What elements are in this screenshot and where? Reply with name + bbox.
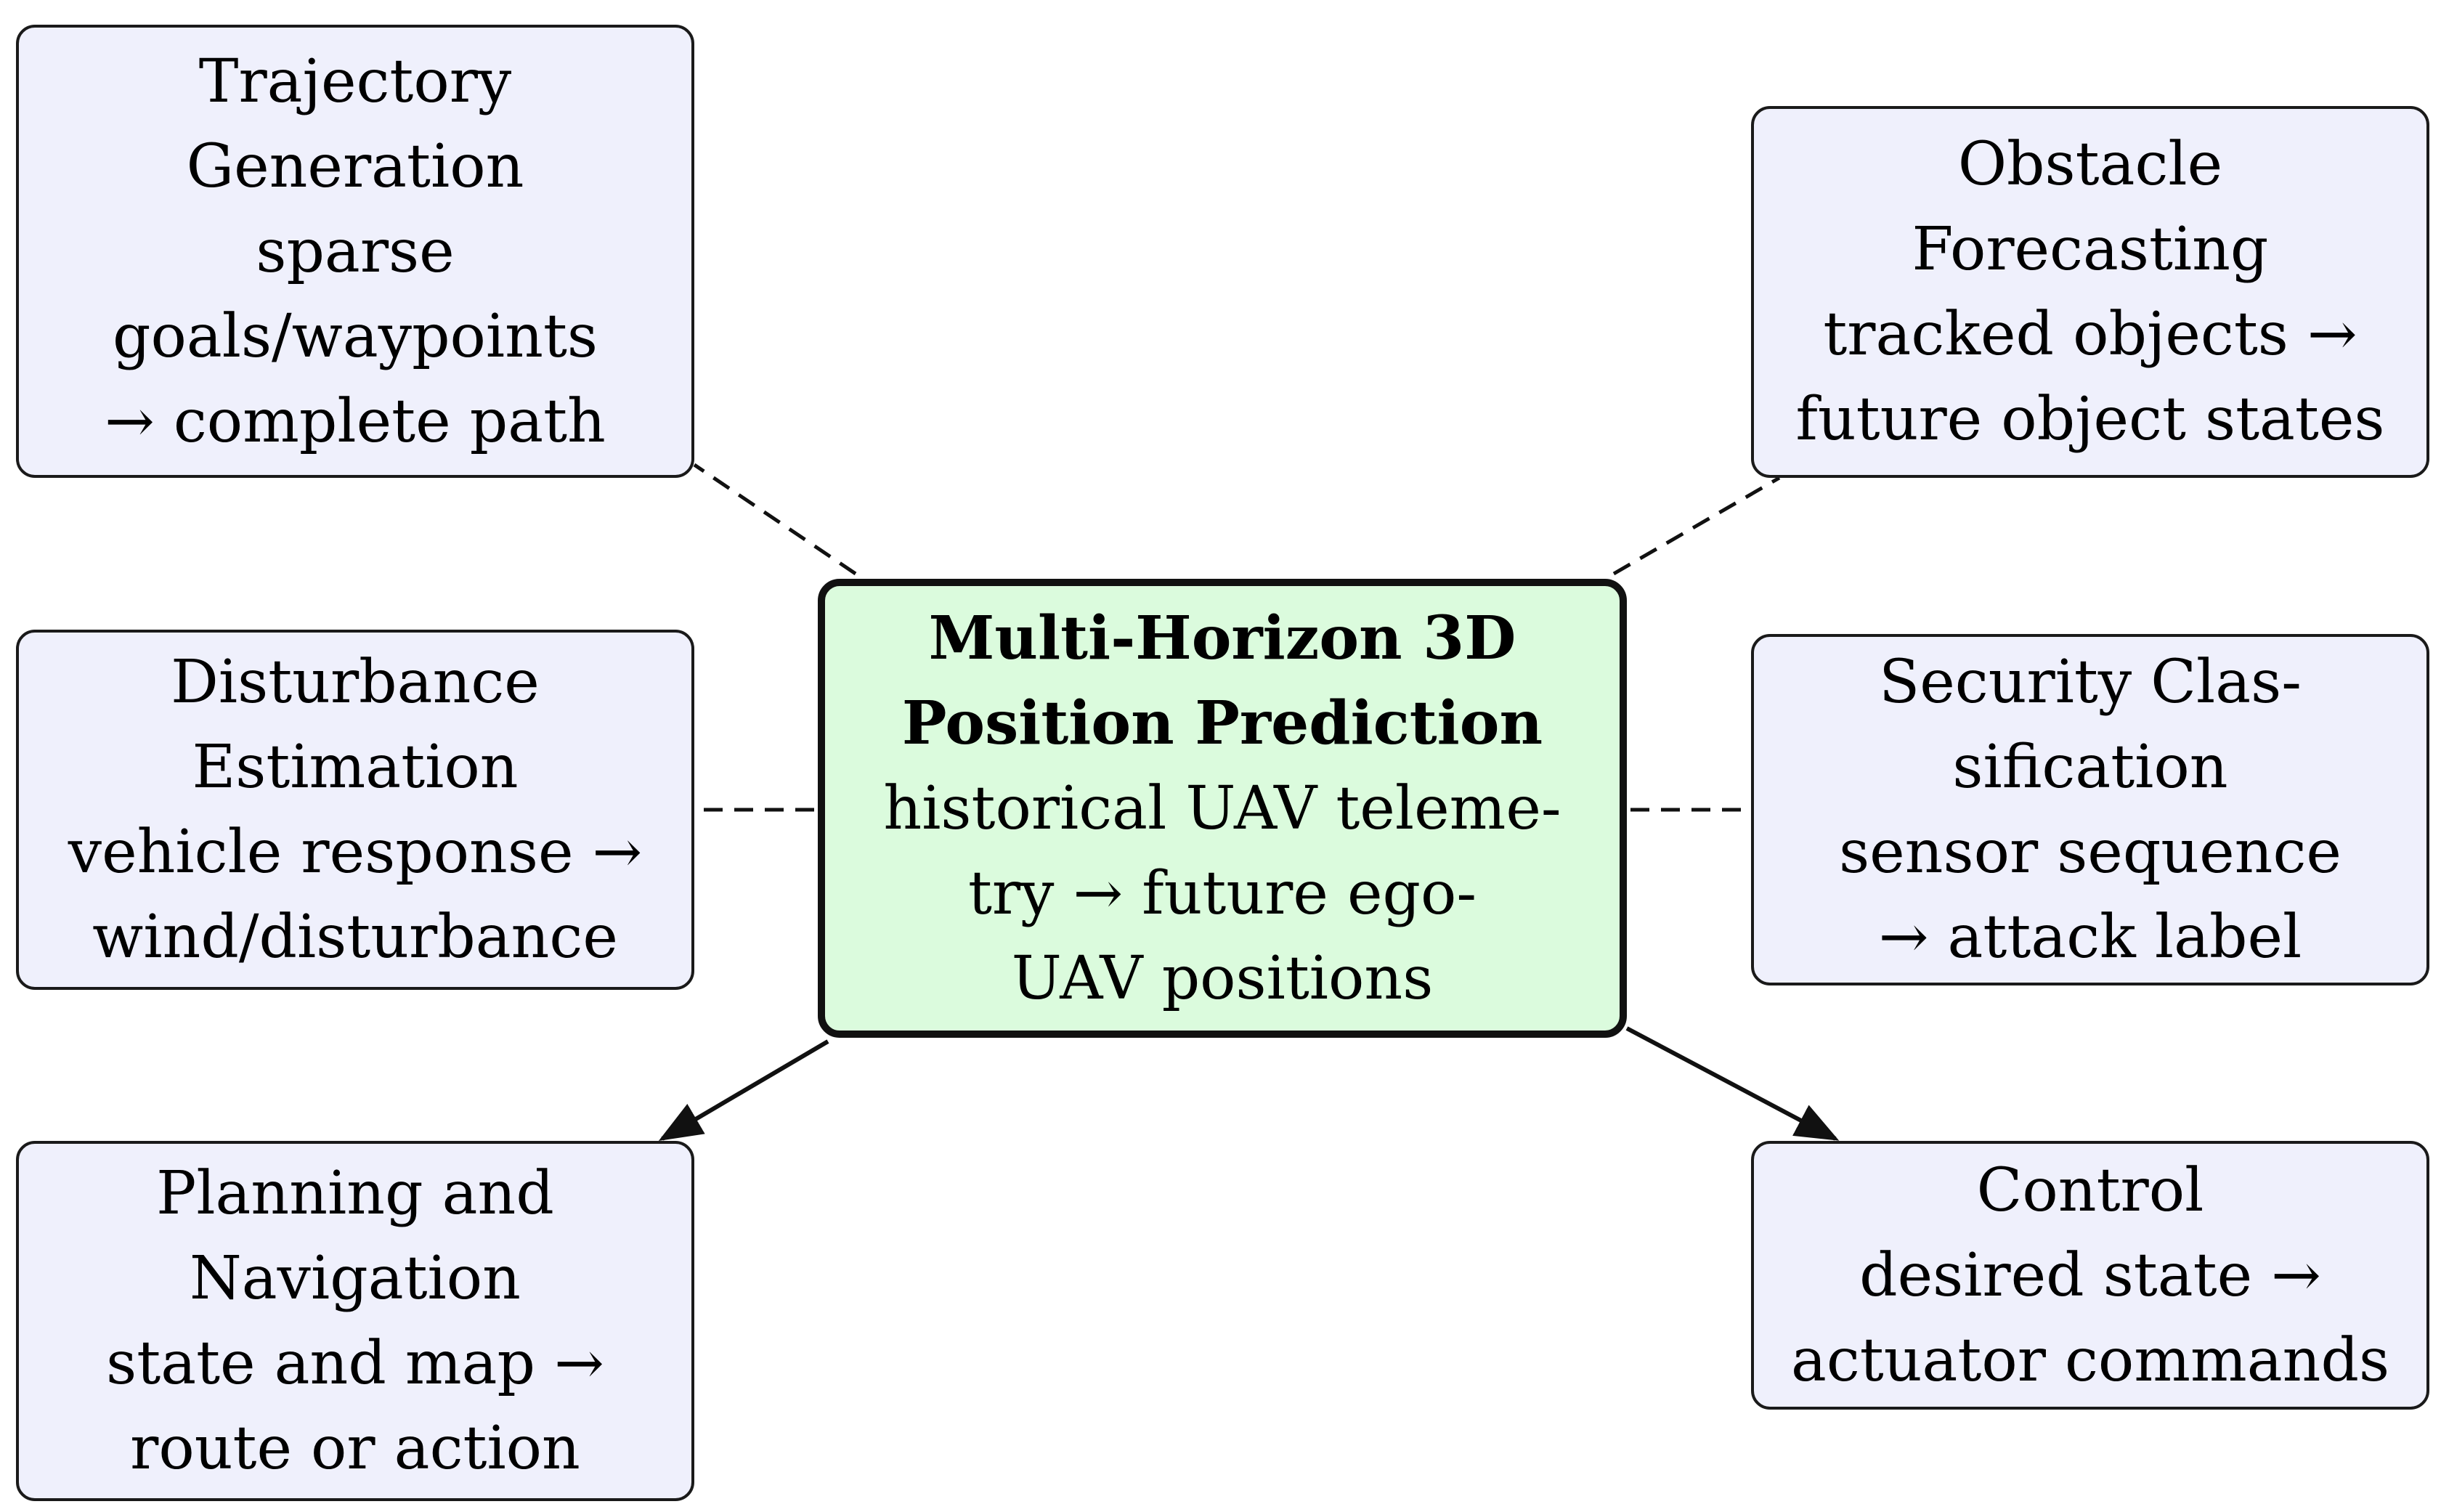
control-line-1: Control: [1976, 1155, 2204, 1225]
security-line-3: sensor sequence: [1839, 818, 2342, 887]
disturbance-line-2: Estimation: [192, 733, 519, 802]
trajectory-line-3: sparse: [256, 216, 455, 286]
trajectory-line-4: goals/waypoints: [112, 301, 598, 371]
control-box: Control desired state → actuator command…: [1751, 1141, 2429, 1410]
security-line-1: Security Clas-: [1879, 648, 2302, 717]
trajectory-line-5: → complete path: [105, 386, 606, 456]
center-body-line-3: UAV positions: [1011, 943, 1434, 1013]
center-title-line-1: Multi-Horizon 3D: [928, 603, 1516, 673]
disturbance-estimation-box: Disturbance Estimation vehicle response …: [16, 630, 694, 990]
obstacle-line-2: Forecasting: [1912, 215, 2269, 284]
arrow-center-planning: [658, 1039, 829, 1142]
trajectory-line-1: Trajectory: [198, 46, 512, 116]
planning-line-1: Planning and: [156, 1159, 554, 1228]
planning-navigation-box: Planning and Navigation state and map → …: [16, 1141, 694, 1501]
security-line-4: → attack label: [1878, 903, 2302, 972]
control-line-3: actuator commands: [1790, 1325, 2390, 1395]
security-line-2: sification: [1952, 733, 2228, 802]
disturbance-line-3: vehicle response →: [68, 818, 643, 887]
planning-line-2: Navigation: [190, 1244, 521, 1313]
obstacle-line-3: tracked objects →: [1823, 300, 2357, 369]
center-body-line-2: try → future ego-: [967, 858, 1477, 928]
control-line-2: desired state →: [1859, 1240, 2321, 1310]
obstacle-forecasting-box: Obstacle Forecasting tracked objects → f…: [1751, 106, 2429, 478]
obstacle-line-4: future object states: [1795, 385, 2385, 454]
center-body-line-1: historical UAV teleme-: [883, 773, 1561, 843]
planning-line-3: state and map →: [106, 1329, 604, 1398]
connector-center-obstacle: [1612, 476, 1781, 576]
disturbance-line-1: Disturbance: [171, 648, 540, 717]
center-title-line-2: Position Prediction: [901, 688, 1543, 758]
connector-center-trajectory: [693, 463, 857, 576]
obstacle-line-1: Obstacle: [1957, 130, 2223, 199]
planning-line-4: route or action: [130, 1414, 580, 1483]
security-classification-box: Security Clas- sification sensor sequenc…: [1751, 634, 2429, 985]
disturbance-line-4: wind/disturbance: [92, 903, 618, 972]
trajectory-line-2: Generation: [186, 131, 524, 201]
central-prediction-box: Multi-Horizon 3D Position Prediction his…: [818, 579, 1627, 1038]
arrow-center-control: [1625, 1026, 1840, 1141]
trajectory-generation-box: Trajectory Generation sparse goals/waypo…: [16, 25, 694, 478]
